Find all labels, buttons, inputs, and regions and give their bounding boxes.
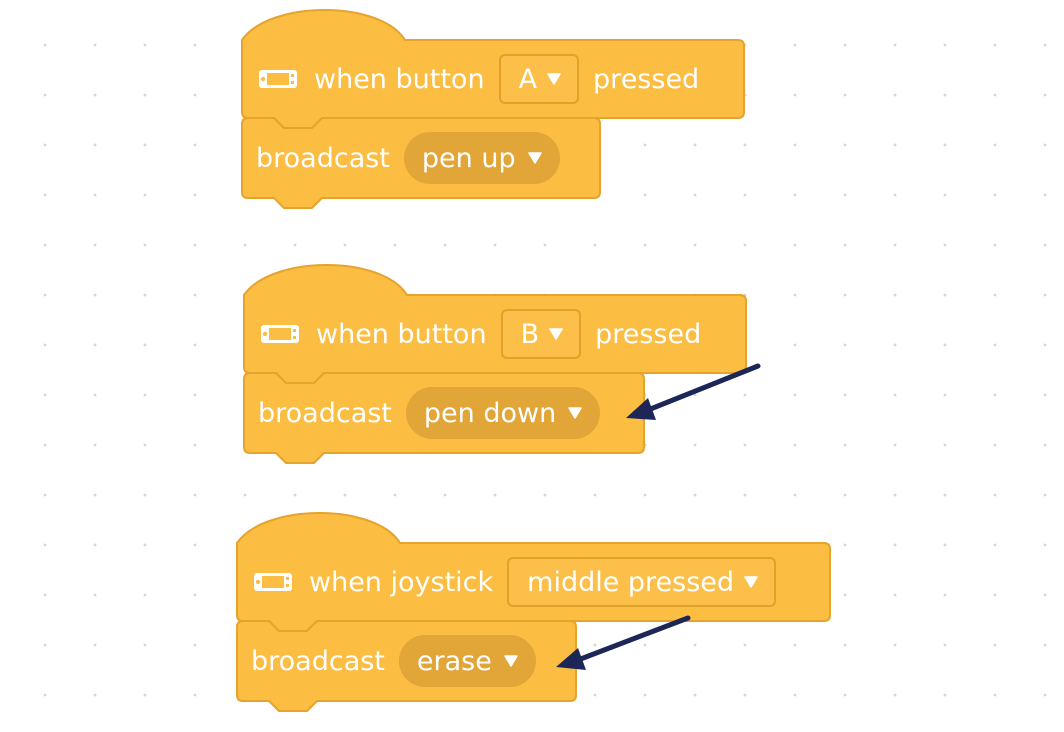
broadcast-label: broadcast <box>258 397 392 429</box>
caret-down-icon <box>744 576 758 588</box>
broadcast-message-dropdown[interactable]: erase <box>398 635 536 687</box>
caret-down-icon <box>568 407 582 419</box>
button-dropdown[interactable]: A <box>498 54 580 104</box>
broadcast-message-dropdown[interactable]: pen up <box>403 132 560 184</box>
broadcast-label: broadcast <box>251 645 385 677</box>
caret-down-icon <box>504 655 518 667</box>
controller-icon <box>261 325 299 343</box>
button-dropdown-value: B <box>520 318 540 350</box>
controller-icon <box>259 70 297 88</box>
caret-down-icon <box>549 328 563 340</box>
broadcast-message-value: pen up <box>421 142 516 174</box>
broadcast-message-dropdown[interactable]: pen down <box>405 387 601 439</box>
caret-down-icon <box>547 73 561 85</box>
broadcast-message-value: erase <box>416 645 492 677</box>
broadcast-message-value: pen down <box>423 397 557 429</box>
button-dropdown-value: A <box>518 63 538 95</box>
hat-suffix-label: pressed <box>595 318 702 350</box>
hat-prefix-label: when button <box>316 318 487 350</box>
hat-suffix-label: pressed <box>593 63 700 95</box>
hat-prefix-label: when joystick <box>309 566 494 598</box>
broadcast-label: broadcast <box>256 142 390 174</box>
controller-icon <box>254 573 292 591</box>
button-dropdown[interactable]: B <box>500 309 582 359</box>
joystick-dropdown-value: middle pressed <box>527 566 735 598</box>
joystick-dropdown[interactable]: middle pressed <box>507 557 777 607</box>
caret-down-icon <box>527 152 542 164</box>
hat-prefix-label: when button <box>314 63 485 95</box>
